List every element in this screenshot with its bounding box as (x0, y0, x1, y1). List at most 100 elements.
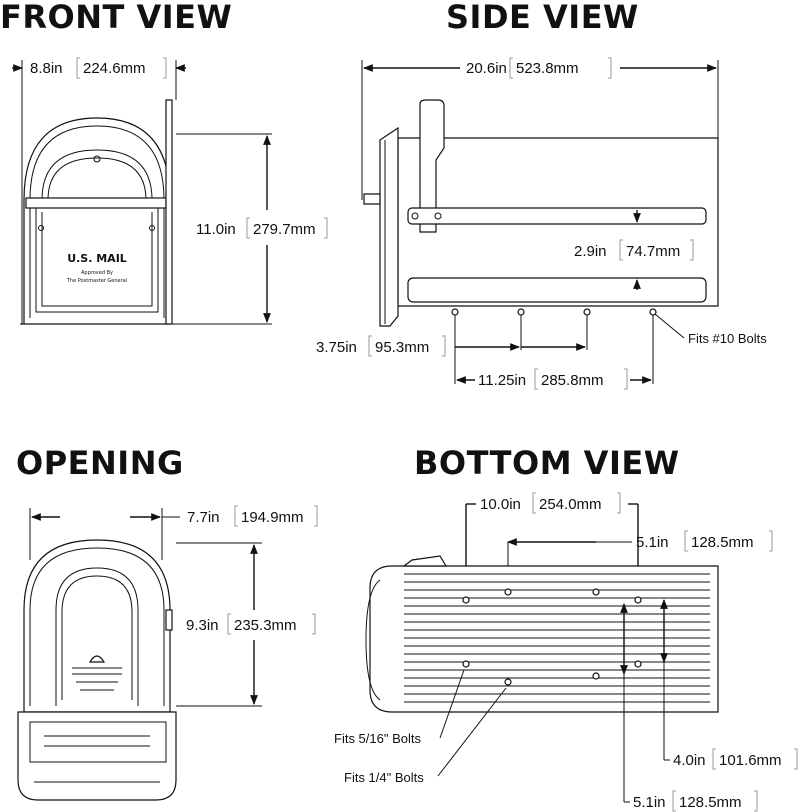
bottom-span-mm: 254.0mm (539, 496, 602, 513)
side-bolt-4-head (649, 308, 657, 316)
bottom-span-bracket-open (532, 492, 536, 514)
opening-flag-stub (165, 609, 173, 631)
front-width-in: 8.8in (30, 60, 63, 77)
side-bolt-2-head (517, 308, 525, 316)
bottom-width-bracket-close (794, 748, 798, 770)
opening-height-bracket-close (312, 613, 316, 635)
side-view: SIDE VIEW 20.6in 523.8mm 2.9in 74.7mm (316, 0, 767, 390)
front-view: FRONT VIEW 8.8in 224.6mm U.S. MAIL Appro… (0, 0, 328, 325)
front-view-title: FRONT VIEW (0, 0, 232, 36)
bottom-offset-mm: 128.5mm (691, 534, 754, 551)
side-length-bracket-close (608, 57, 612, 79)
bottom-hole-5 (462, 660, 470, 668)
opening-door-panel (29, 721, 167, 763)
front-door-sub1: Approved By (81, 270, 113, 276)
bottom-hole-8 (634, 660, 642, 668)
side-slot-in: 2.9in (574, 243, 607, 260)
side-slot-bracket-open (619, 239, 623, 261)
side-length-in: 20.6in (466, 60, 507, 77)
front-width-bracket-open (76, 57, 80, 79)
opening-mailbox-rim (29, 547, 165, 706)
bottom-hole-3 (592, 588, 600, 596)
bottom-hole-2 (504, 588, 512, 596)
side-span-mm: 285.8mm (541, 372, 604, 389)
opening-width-mm: 194.9mm (241, 509, 304, 526)
front-height-bracket-open (246, 217, 250, 239)
opening-inner-arch-2 (61, 575, 133, 700)
opening-inner-arch (55, 567, 139, 706)
opening-width-bracket-open (234, 505, 238, 527)
front-width-bracket-close (163, 57, 167, 79)
bottom-width-mm: 101.6mm (719, 752, 782, 769)
opening-height-mm: 235.3mm (234, 617, 297, 634)
side-door (379, 126, 399, 327)
front-right-rivet (149, 225, 155, 231)
front-door-panel-inner (41, 212, 153, 307)
front-height-mm: 279.7mm (253, 221, 316, 238)
bottom-mailbox-body (369, 565, 719, 713)
front-door-arch (41, 149, 153, 201)
opening-mailbox-body (23, 539, 171, 713)
opening-width-bracket-close (314, 505, 318, 527)
bottom-bolt-note-2: Fits 1/4" Bolts (344, 770, 424, 785)
side-hole-mm: 95.3mm (375, 339, 429, 356)
side-bolt-leader (654, 313, 685, 339)
bottom-offset2-bracket-open (672, 790, 676, 812)
side-span-bracket-close (624, 368, 628, 390)
side-upper-rail-rivet (434, 212, 442, 220)
side-slot-bracket-close (690, 239, 694, 261)
opening-height-bracket-open (227, 613, 231, 635)
bottom-offset-bracket-close (769, 530, 773, 552)
side-span-in: 11.25in (478, 372, 526, 389)
bottom-span-in: 10.0in (480, 496, 521, 513)
opening-view-title: OPENING (16, 444, 184, 482)
front-width-mm: 224.6mm (83, 60, 146, 77)
bottom-width-in: 4.0in (673, 752, 706, 769)
side-span-bracket-open (534, 368, 538, 390)
front-flag-post (165, 99, 173, 325)
bottom-view-title: BOTTOM VIEW (414, 444, 680, 482)
side-bolts (451, 308, 657, 384)
bottom-width-bracket-open (712, 748, 716, 770)
side-upper-rail-pivot (411, 212, 419, 220)
side-flag (419, 99, 445, 233)
opening-width-in: 7.7in (187, 509, 220, 526)
side-length-mm: 523.8mm (516, 60, 579, 77)
bottom-offset2-in: 5.1in (633, 794, 666, 811)
front-left-rivet (38, 225, 44, 231)
side-bolt-1-head (451, 308, 459, 316)
front-door-label: U.S. MAIL (67, 252, 127, 265)
side-slot-mm: 74.7mm (626, 243, 680, 260)
bottom-offset-in: 5.1in (636, 534, 669, 551)
bottom-hole-6 (504, 678, 512, 686)
opening-open-door (17, 711, 177, 801)
bottom-hole-7 (592, 672, 600, 680)
bottom-hole-1 (462, 596, 470, 604)
bottom-span-bracket-close (617, 492, 621, 514)
side-view-title: SIDE VIEW (446, 0, 639, 36)
bottom-hole-4 (634, 596, 642, 604)
side-length-bracket-open (509, 57, 513, 79)
front-door-panel (35, 208, 159, 313)
opening-view: OPENING 7.7in 194.9mm 9.3in (16, 444, 318, 801)
opening-logo-icon (88, 655, 106, 663)
front-door-arch-inner (47, 157, 147, 201)
opening-height-in: 9.3in (186, 617, 219, 634)
bottom-latch (402, 555, 448, 567)
side-bolt-note: Fits #10 Bolts (688, 331, 767, 346)
side-upper-rail (407, 207, 707, 225)
bottom-offset-bracket-open (684, 530, 688, 552)
front-mailbox-rim (29, 125, 165, 318)
front-height-in: 11.0in (196, 221, 236, 238)
front-door-sub2: The Postmaster General (66, 278, 127, 284)
side-lower-rail (407, 277, 707, 303)
bottom-bolt-leader-1 (439, 669, 465, 739)
bottom-bolt-leader-2 (437, 687, 507, 777)
bottom-view: BOTTOM VIEW 10.0in 254.0mm 5.1in 128.5mm (334, 444, 798, 812)
side-hole-in: 3.75in (316, 339, 357, 356)
side-bolt-3-head (583, 308, 591, 316)
bottom-door-curve (365, 579, 381, 701)
front-door-lip (25, 197, 167, 209)
front-top-rivet (93, 155, 101, 163)
